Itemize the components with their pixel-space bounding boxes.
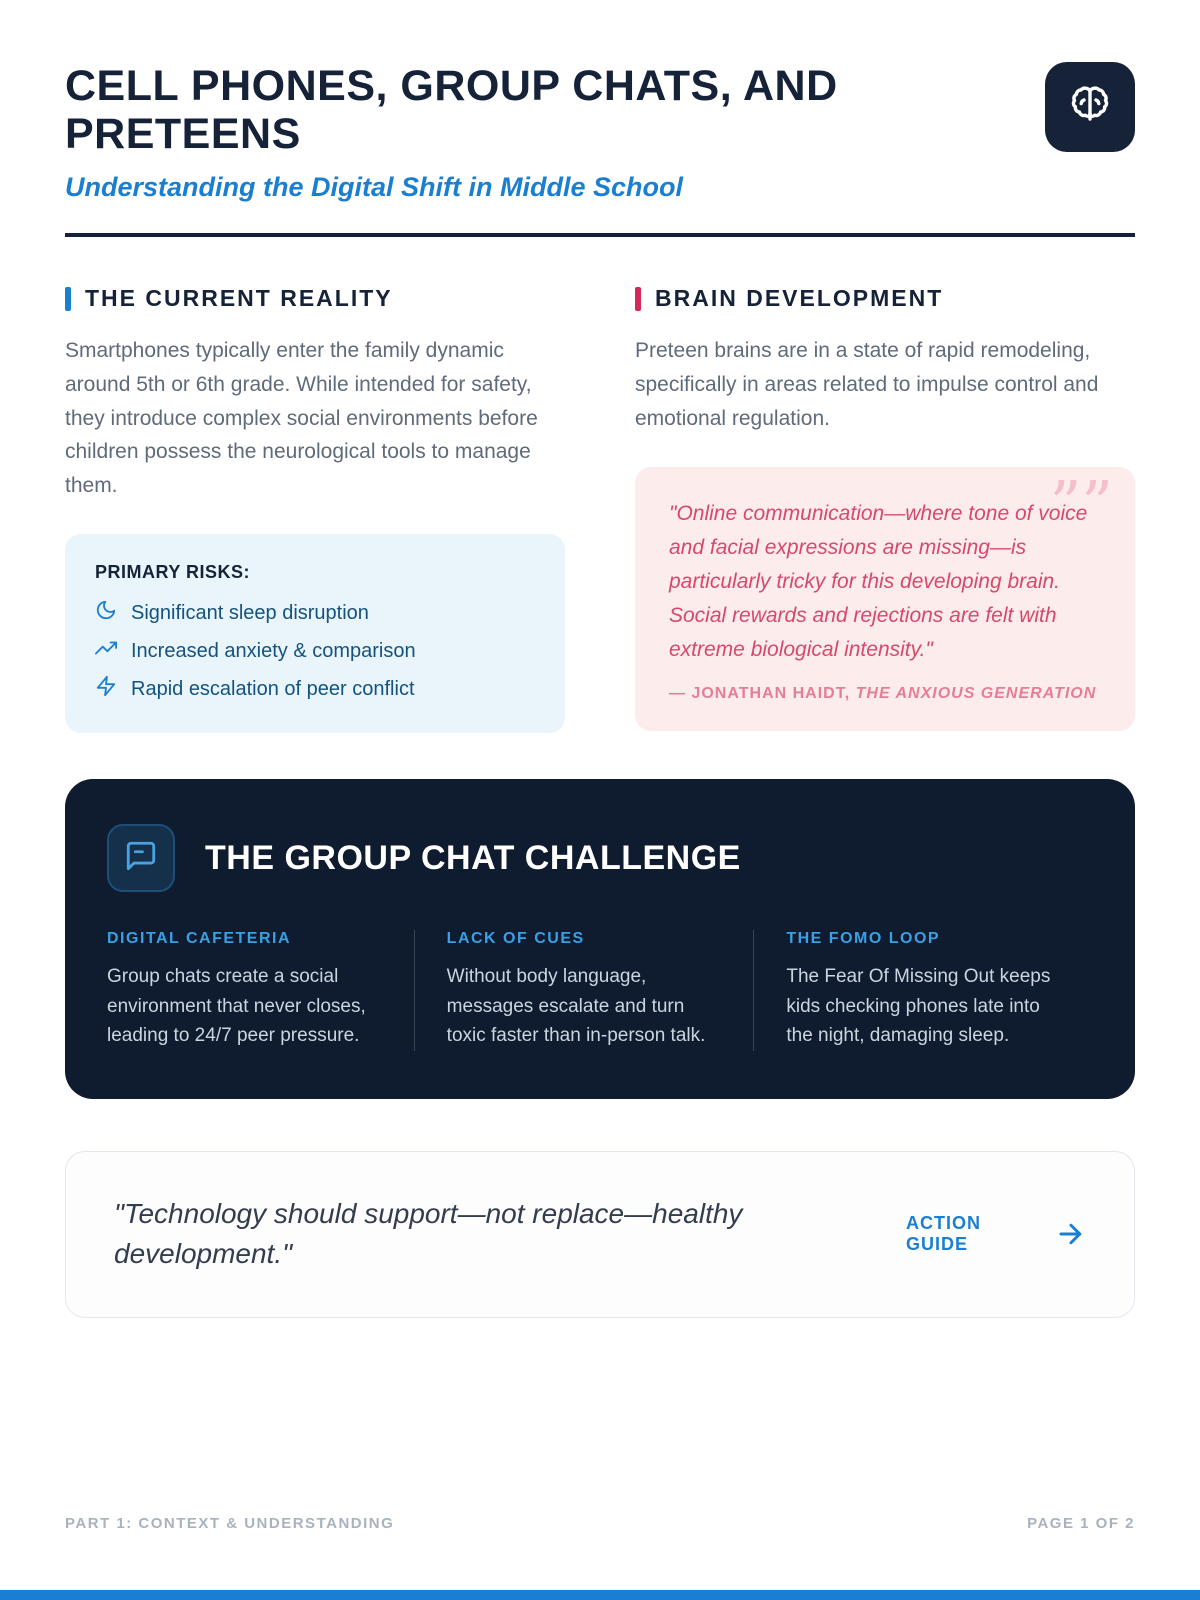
brain-icon [1066, 81, 1114, 134]
risk-item-label: Significant sleep disruption [131, 601, 369, 624]
header: CELL PHONES, GROUP CHATS, AND PRETEENS U… [65, 62, 1135, 238]
group-chat-panel: THE GROUP CHAT CHALLENGE DIGITAL CAFETER… [65, 779, 1135, 1099]
risk-item: Significant sleep disruption [95, 599, 535, 627]
cta-card: "Technology should support—not replace—h… [65, 1150, 1135, 1318]
risk-item-label: Rapid escalation of peer conflict [131, 677, 415, 700]
haidt-quote-attribution: — JONATHAN HAIDT, THE ANXIOUS GENERATION [669, 685, 1099, 703]
primary-risks-title: PRIMARY RISKS: [95, 562, 251, 583]
moon-icon [95, 599, 117, 627]
column-heading: THE FOMO LOOP [786, 930, 941, 948]
column-body: The Fear Of Missing Out keeps kids check… [786, 966, 1051, 1047]
brain-badge [1045, 62, 1135, 152]
trending-up-icon [95, 637, 117, 665]
brain-development-body: Preteen brains are in a state of rapid r… [635, 339, 1099, 430]
haidt-quote-card: ”” "Online communication—where tone of v… [635, 467, 1135, 732]
haidt-quote-text: "Online communication—where tone of voic… [669, 502, 1088, 662]
page-subtitle: Understanding the Digital Shift in Middl… [65, 172, 683, 203]
primary-risks-card: PRIMARY RISKS: Significant sleep disrupt… [65, 534, 565, 734]
attribution-name: — JONATHAN HAIDT, [669, 685, 851, 703]
footer: PART 1: CONTEXT & UNDERSTANDING PAGE 1 O… [65, 1515, 1135, 1532]
chat-bubble-icon [124, 839, 158, 878]
red-accent-bar [635, 286, 641, 311]
current-reality-title: THE CURRENT REALITY [85, 285, 393, 312]
current-reality-section: THE CURRENT REALITY Smartphones typicall… [65, 285, 565, 734]
zap-icon [95, 675, 117, 703]
risk-item-label: Increased anxiety & comparison [131, 639, 416, 662]
page-content: CELL PHONES, GROUP CHATS, AND PRETEENS U… [65, 62, 1135, 1318]
bottom-accent-bar [0, 1590, 1200, 1600]
action-guide-link[interactable]: ACTION GUIDE [906, 1213, 1086, 1256]
group-chat-column-fomo-loop: THE FOMO LOOP The Fear Of Missing Out ke… [753, 930, 1093, 1051]
risk-item: Rapid escalation of peer conflict [95, 675, 535, 703]
page-title: CELL PHONES, GROUP CHATS, AND PRETEENS [65, 62, 838, 159]
chat-badge [107, 824, 175, 893]
brain-development-title: BRAIN DEVELOPMENT [655, 285, 944, 312]
group-chat-title: THE GROUP CHAT CHALLENGE [205, 838, 741, 877]
header-divider [65, 233, 1135, 238]
group-chat-header: THE GROUP CHAT CHALLENGE [107, 824, 1093, 893]
footer-part-label: PART 1: CONTEXT & UNDERSTANDING [65, 1515, 395, 1532]
group-chat-columns: DIGITAL CAFETERIA Group chats create a s… [107, 930, 1093, 1051]
brain-development-header: BRAIN DEVELOPMENT [635, 285, 1135, 312]
action-guide-label: ACTION GUIDE [906, 1212, 981, 1255]
cta-quote: "Technology should support—not replace—h… [114, 1197, 743, 1270]
group-chat-column-digital-cafeteria: DIGITAL CAFETERIA Group chats create a s… [107, 930, 414, 1050]
group-chat-column-lack-of-cues: LACK OF CUES Without body language, mess… [413, 930, 754, 1051]
blue-accent-bar [65, 286, 71, 311]
footer-page-number: PAGE 1 OF 2 [1027, 1515, 1135, 1532]
risk-item: Increased anxiety & comparison [95, 637, 535, 665]
current-reality-header: THE CURRENT REALITY [65, 285, 565, 312]
current-reality-body: Smartphones typically enter the family d… [65, 339, 538, 497]
intro-columns: THE CURRENT REALITY Smartphones typicall… [65, 285, 1135, 734]
brain-development-section: BRAIN DEVELOPMENT Preteen brains are in … [635, 285, 1135, 733]
attribution-source: THE ANXIOUS GENERATION [855, 685, 1097, 703]
column-heading: LACK OF CUES [446, 930, 585, 948]
arrow-right-icon [1056, 1219, 1086, 1249]
column-heading: DIGITAL CAFETERIA [107, 930, 292, 948]
column-body: Without body language, messages escalate… [446, 966, 706, 1047]
column-body: Group chats create a social environment … [107, 966, 366, 1047]
quote-marks-icon: ”” [1049, 467, 1113, 541]
